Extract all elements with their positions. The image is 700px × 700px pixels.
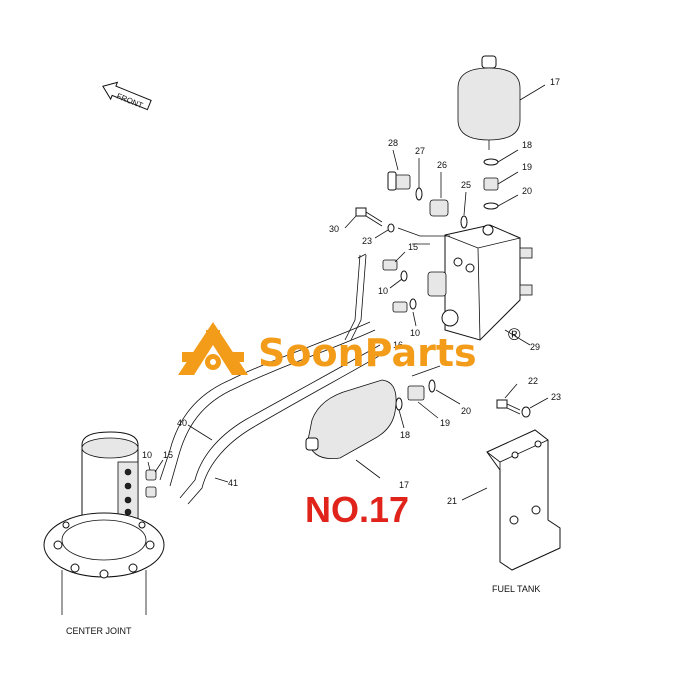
- label-17-low: 17: [399, 480, 409, 490]
- accumulator-low: [305, 379, 397, 459]
- label-29: 29: [530, 342, 540, 352]
- o-ring-25: [460, 215, 468, 229]
- fitting-19-top: [483, 177, 499, 191]
- bracket-21: [486, 429, 561, 571]
- o-ring-27: [415, 187, 423, 201]
- front-arrow-icon: [102, 81, 152, 111]
- seal-23-top: [387, 223, 395, 233]
- label-18-low: 18: [400, 430, 410, 440]
- o-ring-20-top: [483, 202, 499, 210]
- label-27: 27: [415, 146, 425, 156]
- fitting-10-left: [145, 486, 157, 498]
- valve-block: [441, 224, 533, 341]
- label-10-left: 10: [142, 450, 152, 460]
- hose-assembly: [159, 321, 387, 505]
- label-19-low: 19: [440, 418, 450, 428]
- label-10-a: 10: [378, 286, 388, 296]
- caption-center-joint: CENTER JOINT: [66, 626, 132, 636]
- label-25: 25: [461, 180, 471, 190]
- fitting-15-mid: [382, 259, 398, 271]
- caption-fuel-tank: FUEL TANK: [492, 584, 540, 594]
- center-joint: [43, 431, 165, 615]
- label-18-top: 18: [522, 140, 532, 150]
- plug-26: [429, 199, 449, 217]
- label-15-left: 15: [163, 450, 173, 460]
- label-26: 26: [437, 160, 447, 170]
- fitting-15-left: [145, 469, 157, 481]
- label-23-top: 23: [362, 236, 372, 246]
- o-ring-20-low: [428, 379, 436, 393]
- washer-23-low: [521, 406, 531, 418]
- accumulator-top: [457, 55, 521, 150]
- label-17-top: 17: [550, 77, 560, 87]
- label-15-mid: 15: [408, 242, 418, 252]
- label-41: 41: [228, 478, 238, 488]
- pressure-switch-28: [387, 171, 411, 191]
- label-28: 28: [388, 138, 398, 148]
- bolt-22: [496, 399, 521, 415]
- o-ring-10-b: [409, 298, 417, 310]
- fitting-19-low: [407, 385, 425, 401]
- label-30: 30: [329, 224, 339, 234]
- bolt-30: [355, 207, 383, 227]
- part-number-label: NO.17: [305, 489, 409, 530]
- label-16: 16: [393, 340, 403, 350]
- o-ring-10-a: [400, 270, 408, 282]
- label-23-right: 23: [551, 392, 561, 402]
- o-ring-18-top: [483, 158, 499, 166]
- adapter-block-fitting: [427, 271, 447, 297]
- label-22: 22: [528, 376, 538, 386]
- label-20-top: 20: [522, 186, 532, 196]
- label-10-b: 10: [410, 328, 420, 338]
- label-21: 21: [447, 496, 457, 506]
- registered-mark: ®: [508, 325, 521, 344]
- label-19-top: 19: [522, 162, 532, 172]
- soonparts-logo-icon: [178, 322, 248, 375]
- label-20-low: 20: [461, 406, 471, 416]
- fitting-16: [392, 301, 408, 313]
- brand-name: SoonParts: [258, 331, 477, 375]
- o-ring-18-low: [395, 397, 403, 411]
- label-40: 40: [177, 418, 187, 428]
